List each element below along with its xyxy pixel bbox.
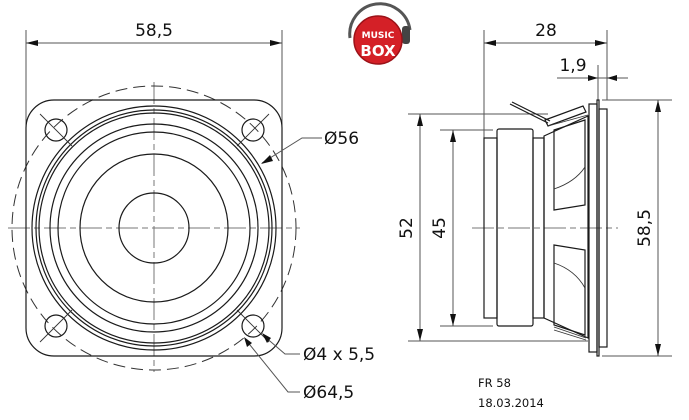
date-label: 18.03.2014 (478, 396, 544, 410)
mounting-hole-top-right (236, 113, 270, 147)
outer-height-label: 58,5 (635, 209, 655, 247)
frame-height-label: 52 (397, 217, 417, 239)
mounting-hole-bottom-right (236, 309, 270, 343)
mounting-hole-bottom-left (39, 309, 73, 343)
front-view (8, 30, 322, 393)
bolt-circle-label: Ø64,5 (303, 383, 354, 403)
cone-diameter-label: Ø56 (324, 129, 359, 149)
flange-thickness-label: 1,9 (559, 56, 586, 76)
model-label: FR 58 (478, 376, 511, 390)
logo-line1: MUSIC (362, 31, 395, 41)
music-box-logo: MUSIC BOX (348, 2, 412, 65)
side-view (408, 30, 672, 357)
mounting-hole-top-left (39, 113, 73, 147)
width-dimension-label: 58,5 (135, 21, 173, 41)
magnet-height-label: 45 (430, 217, 450, 239)
depth-dimension-label: 28 (535, 21, 557, 41)
hole-spec-label: Ø4 x 5,5 (303, 345, 375, 365)
logo-line2: BOX (360, 42, 396, 60)
